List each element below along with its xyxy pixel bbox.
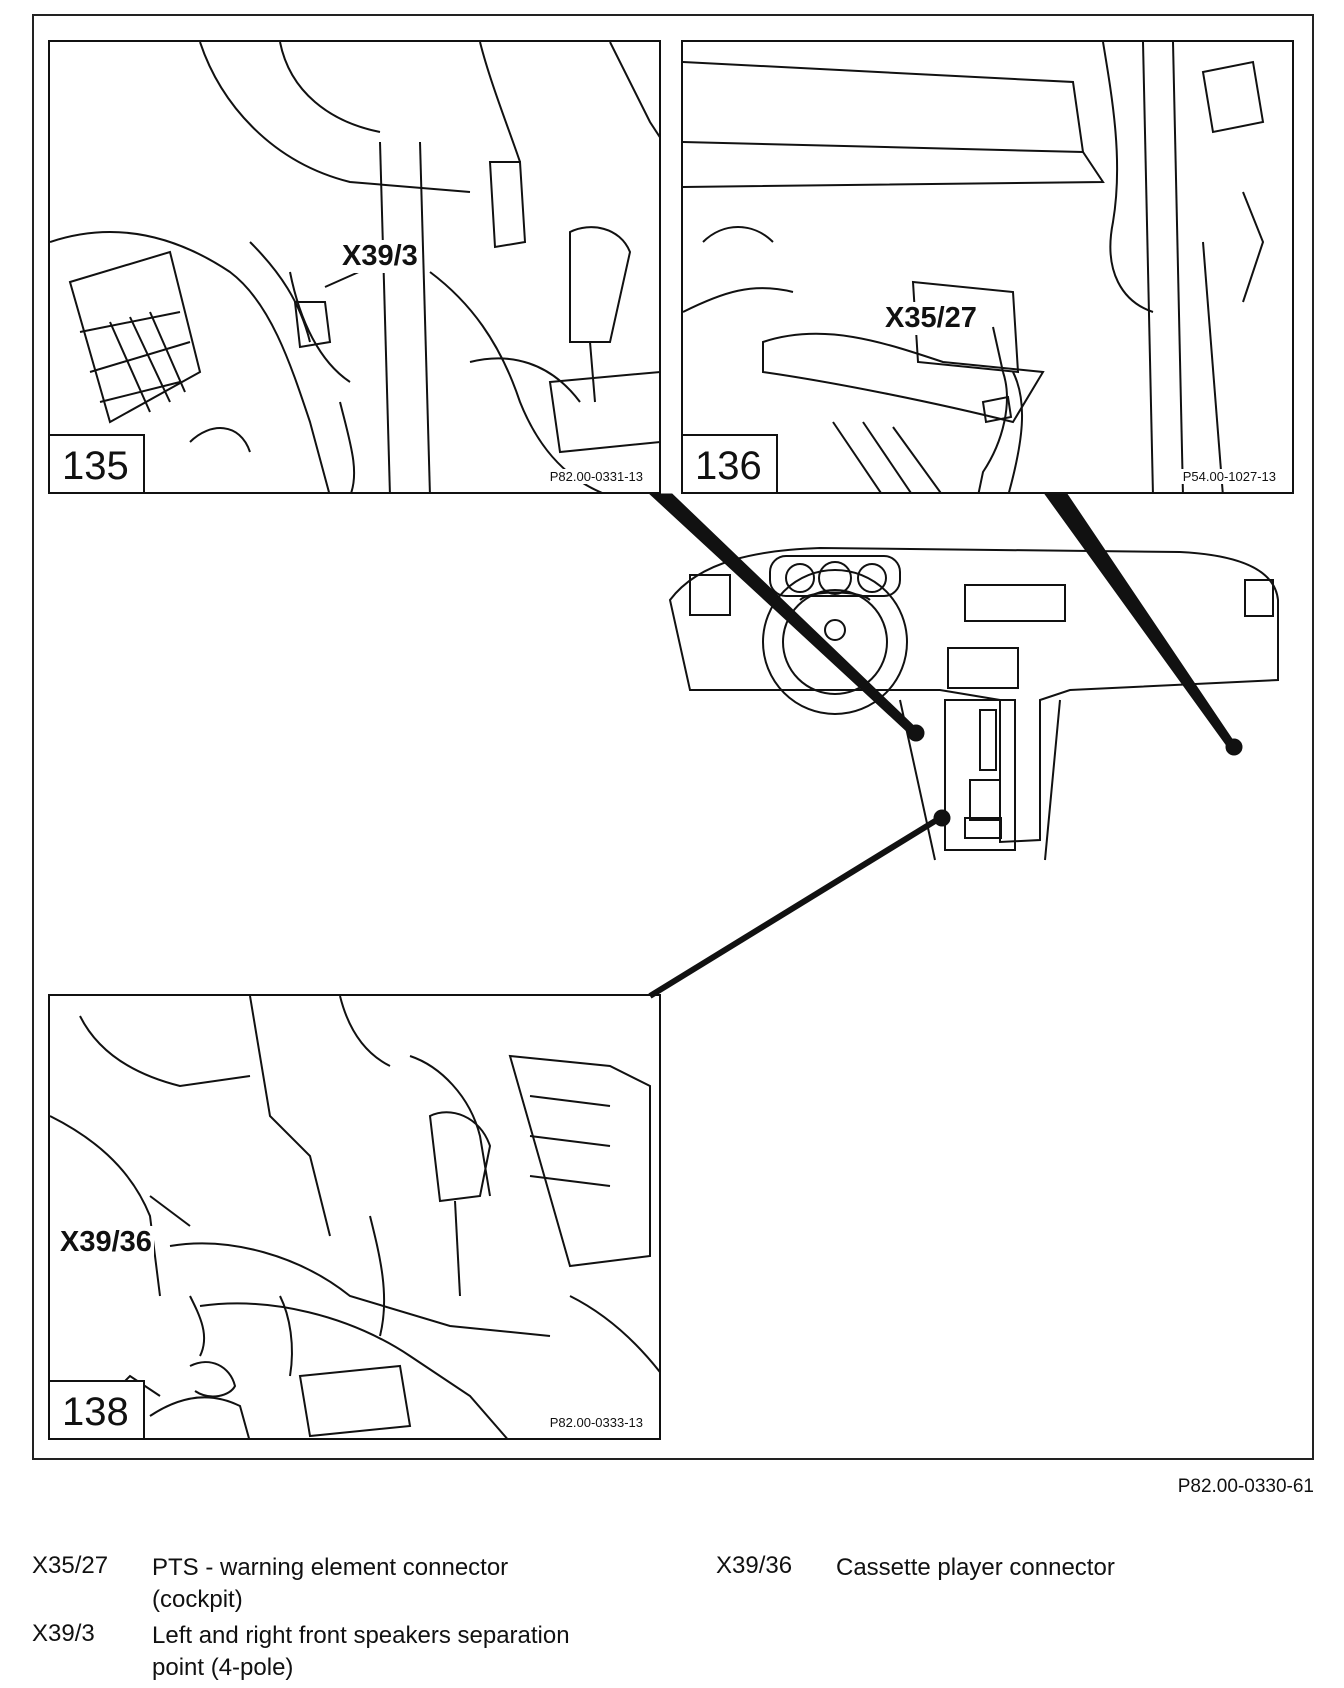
legend-key: X39/3 [32,1620,95,1647]
panel-number: 138 [50,1380,145,1438]
figure-reference: P82.00-0330-61 [1177,1476,1314,1497]
panel-135-drawing [50,42,659,492]
legend-left: X35/27 PTS - warning element connector (… [32,1552,572,1688]
panel-number: 136 [683,434,778,492]
panel-138-drawing [50,996,659,1438]
detail-panel-138: X39/36 138 P82.00-0333-13 [48,994,661,1440]
callout-label: X35/27 [883,302,979,335]
callout-label: X39/3 [340,240,420,273]
legend-key: X35/27 [32,1552,109,1579]
legend-item: X39/3 Left and right front speakers sepa… [32,1620,572,1684]
panel-136-drawing [683,42,1265,492]
detail-panel-136: X35/27 136 P54.00-1027-13 [681,40,1294,494]
dashboard-outline [668,546,1279,861]
panel-code: P54.00-1027-13 [1180,469,1278,484]
panel-code: P82.00-0333-13 [547,1415,645,1430]
panel-number: 135 [50,434,145,492]
legend-item: X39/36 Cassette player connector [716,1552,1256,1584]
legend-text: PTS - warning element connector (cockpit… [152,1554,509,1613]
panel-code: P82.00-0331-13 [547,469,645,484]
detail-panel-135: X39/3 135 P82.00-0331-13 [48,40,661,494]
legend-text: Left and right front speakers separation… [152,1622,570,1681]
legend-text: Cassette player connector [836,1554,1115,1581]
legend-right: X39/36 Cassette player connector [716,1552,1256,1588]
legend-item: X35/27 PTS - warning element connector (… [32,1552,572,1616]
diagram-frame [32,14,1314,1460]
legend-key: X39/36 [716,1552,793,1579]
callout-label: X39/36 [58,1226,154,1259]
leader-lines [648,493,1243,999]
